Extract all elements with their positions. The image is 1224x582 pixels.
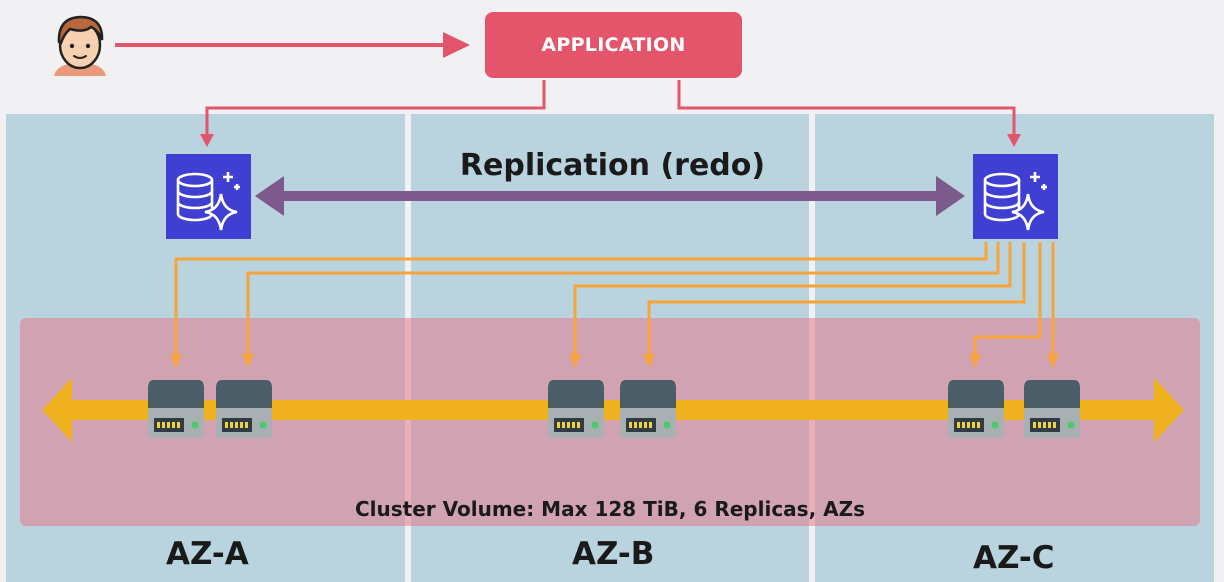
user-to-app-arrow [115,32,470,58]
storage-links [174,242,1055,356]
database-icon-az-c [973,154,1058,239]
database-icon-az-a [166,154,251,239]
cluster-bus-arrow [42,378,1184,442]
az-label-c: AZ-C [973,540,1055,576]
storage-disk-icon [148,380,204,438]
storage-disk-icon [548,380,604,438]
replication-arrow [255,176,965,216]
storage-link-arrowheads [170,354,1059,368]
storage-disk-icon [948,380,1004,438]
user-avatar-icon [48,8,112,84]
app-to-db-a-arrow [200,80,546,147]
application-label: APPLICATION [541,34,686,56]
replication-label: Replication (redo) [459,148,766,183]
cluster-volume-label: Cluster Volume: Max 128 TiB, 6 Replicas,… [354,497,866,521]
storage-disk-icon [1024,380,1080,438]
app-to-db-c-arrow [677,80,1021,147]
az-label-a: AZ-A [166,536,249,572]
application-box: APPLICATION [485,12,742,78]
storage-disk-icon [216,380,272,438]
storage-disk-icon [620,380,676,438]
az-label-b: AZ-B [572,536,655,572]
